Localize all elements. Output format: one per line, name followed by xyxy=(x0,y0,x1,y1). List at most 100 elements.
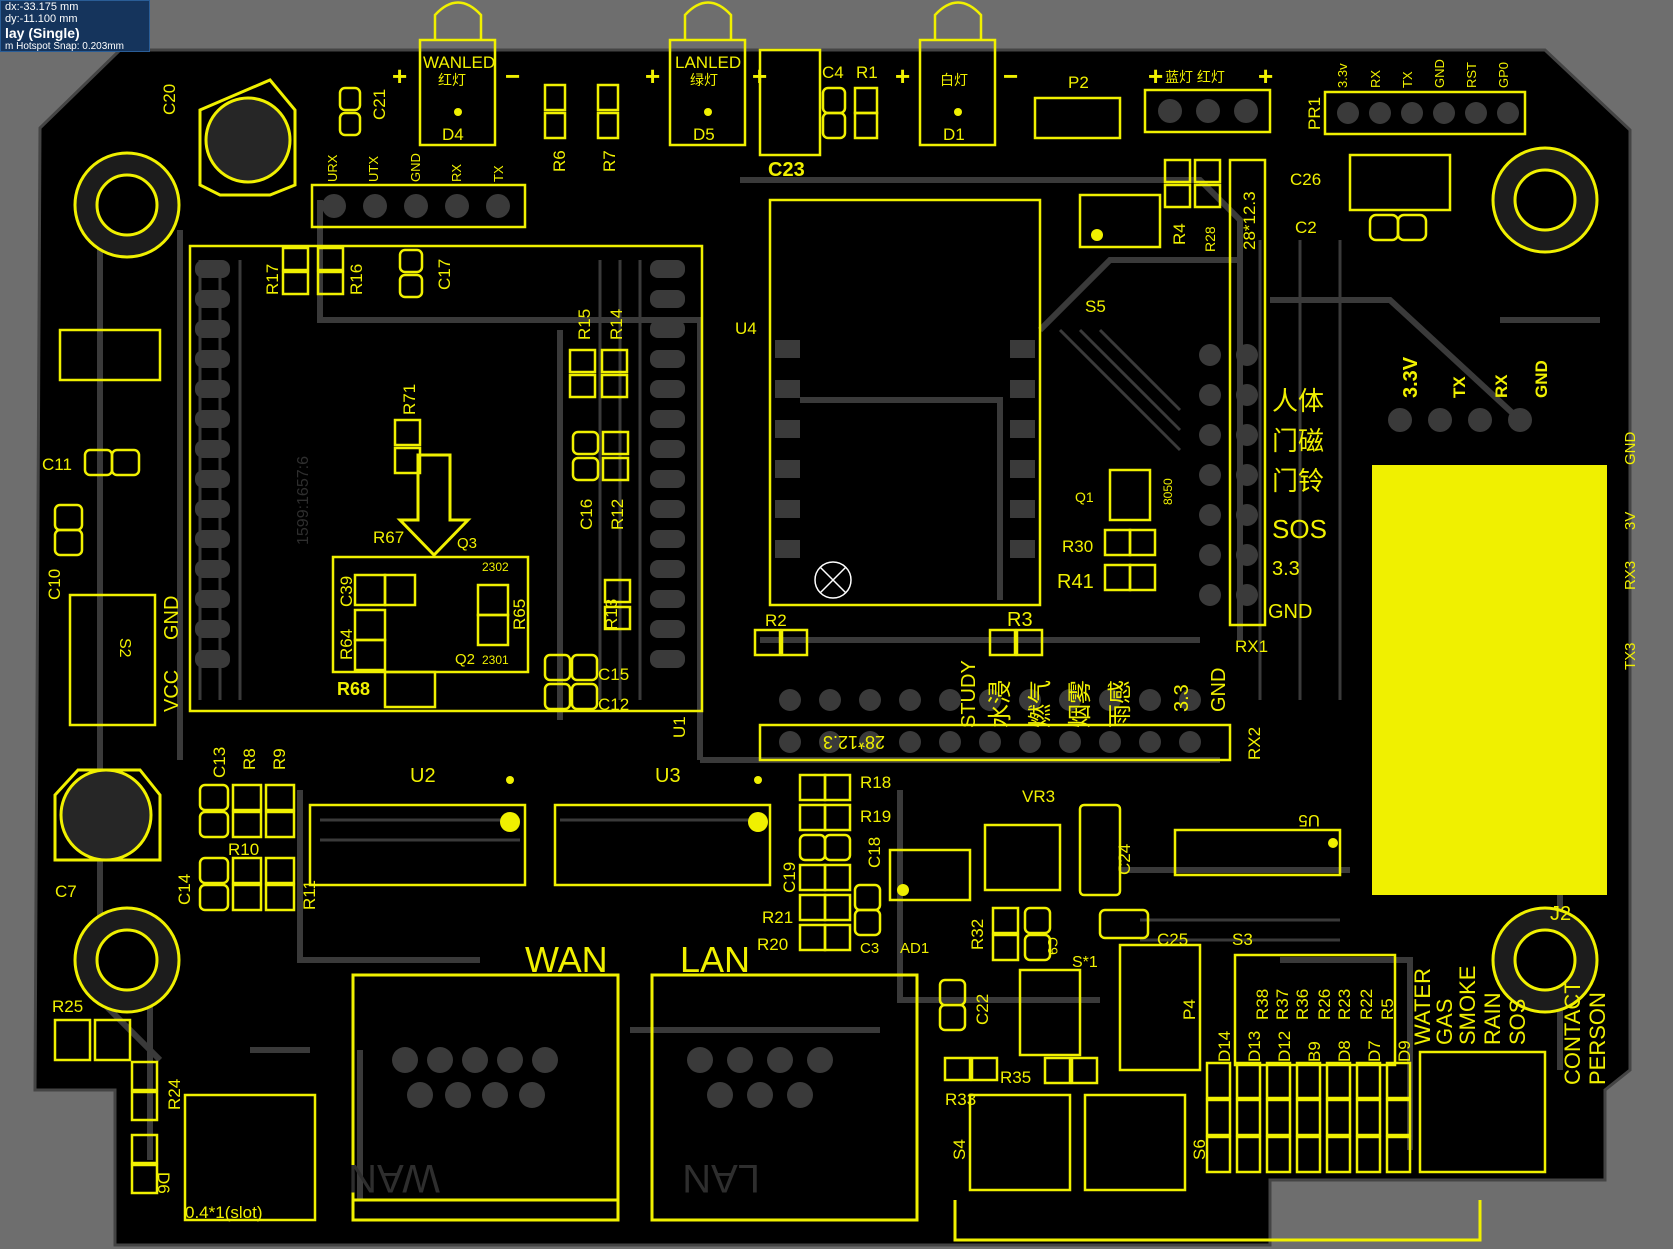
label-p2: P2 xyxy=(1068,73,1089,92)
label-u3: U3 xyxy=(655,765,681,787)
label-c23: C23 xyxy=(768,159,805,181)
label-person: PERSON xyxy=(1585,992,1610,1085)
label-wanled-cn: 红灯 xyxy=(438,72,466,88)
label-lan-mirror: LAN xyxy=(682,1156,760,1200)
label-rx2: RX2 xyxy=(1245,727,1264,760)
label-s3: S3 xyxy=(1232,930,1253,949)
label-rx-pin-3: GND xyxy=(1532,360,1551,398)
label-res-4: R23 xyxy=(1335,989,1354,1020)
label-sensor-cn-2: 门铃 xyxy=(1272,466,1324,496)
label-serial-mirror: 1599:1657:6 xyxy=(295,456,312,545)
label-r8: R8 xyxy=(240,748,259,770)
label-c11: C11 xyxy=(42,455,72,474)
label-c4: C4 xyxy=(822,63,844,82)
label-r3: R3 xyxy=(1007,609,1033,631)
bottom-bracket xyxy=(953,1200,1482,1242)
label-d1: D1 xyxy=(943,125,965,144)
label-c3: C3 xyxy=(860,940,879,957)
label-rx2-cn-1: 燃气 xyxy=(1027,680,1054,728)
label-j2-pin-0: GND xyxy=(1622,432,1639,466)
label-r24: R24 xyxy=(165,1079,184,1110)
label-r28: R28 xyxy=(1202,226,1218,252)
label-c16: C16 xyxy=(577,499,596,530)
label-c18: C18 xyxy=(865,837,884,868)
svg-text:−: − xyxy=(1003,61,1018,91)
label-diode-2: D12 xyxy=(1275,1031,1294,1062)
label-pr1: PR1 xyxy=(1305,97,1324,130)
hud-mode: lay (Single) xyxy=(5,25,80,41)
hud-dx: dx:-33.175 mm xyxy=(5,1,79,13)
led-dots xyxy=(454,108,962,116)
headers xyxy=(58,88,1547,1222)
label-vcc: VCC xyxy=(161,670,183,712)
label-j2-pin-1: 3V xyxy=(1622,512,1639,530)
label-br-1: GAS xyxy=(1432,999,1457,1045)
label-hdr-pin-2: GND xyxy=(408,153,423,182)
svg-text:−: − xyxy=(505,61,520,91)
label-pr1-pin-0: 3.3v xyxy=(1335,63,1350,88)
copper-traces xyxy=(97,177,1600,1200)
label-d4: D4 xyxy=(442,125,464,144)
label-c21: C21 xyxy=(370,89,389,120)
label-vr3: VR3 xyxy=(1022,787,1055,806)
u4-pads xyxy=(775,340,1035,558)
label-c39: C39 xyxy=(337,576,356,607)
label-q2: Q2 xyxy=(455,651,475,668)
label-rx2-cn-2: 烟雾 xyxy=(1067,680,1094,728)
label-hdr-pin-3: RX xyxy=(449,164,464,182)
svg-text:+: + xyxy=(645,61,660,91)
label-c7: C7 xyxy=(55,882,77,901)
label-diode-4: D8 xyxy=(1335,1040,1354,1062)
label-q3: Q3 xyxy=(457,535,477,552)
label-n8050: 8050 xyxy=(1161,478,1175,505)
label-n2302: 2302 xyxy=(482,560,509,574)
svg-text:+: + xyxy=(752,61,767,91)
label-pr1-pin-2: TX xyxy=(1400,71,1415,88)
label-r6: R6 xyxy=(550,150,569,172)
led-resistor-array xyxy=(1205,1061,1412,1174)
label-p4: P4 xyxy=(1180,999,1199,1020)
svg-text:+: + xyxy=(392,61,407,91)
label-d5: D5 xyxy=(693,125,715,144)
hud-snap: m Hotspot Snap: 0.203mm xyxy=(5,41,124,52)
label-hdr-pin-0: URX xyxy=(325,154,340,182)
polarity-marks: +− ++ +− ++ xyxy=(392,61,1273,91)
label-c26: C26 xyxy=(1290,170,1321,189)
label-lanled: LANLED xyxy=(675,53,741,72)
u1-pads xyxy=(195,260,685,668)
label-r10: R10 xyxy=(228,840,259,859)
large-capacitors xyxy=(53,78,297,862)
label-contact: CONTACT xyxy=(1560,980,1585,1085)
measurement-hud: dx:-33.175 mm dy:-11.100 mm lay (Single)… xyxy=(0,0,150,52)
label-pr1-pin-4: RST xyxy=(1464,62,1479,88)
label-d1-cn: 白灯 xyxy=(940,72,968,88)
arrow-down-icon xyxy=(396,453,472,558)
label-r41: R41 xyxy=(1057,571,1094,593)
label-gnd-rx1: GND xyxy=(1268,601,1312,623)
label-r35: R35 xyxy=(1000,1068,1031,1087)
label-pr1-pin-1: RX xyxy=(1368,70,1383,88)
label-c24: C24 xyxy=(1115,844,1134,875)
label-u4: U4 xyxy=(735,319,757,338)
label-diode-6: D9 xyxy=(1395,1040,1414,1062)
label-c2: C2 xyxy=(1295,218,1317,237)
label-r18: R18 xyxy=(860,773,891,792)
label-r13: R13 xyxy=(602,599,621,630)
label-j2-pin-2: RX3 xyxy=(1622,561,1639,590)
label-r21: R21 xyxy=(762,908,793,927)
label-rx-pin-2: RX xyxy=(1492,374,1511,398)
label-s4: S4 xyxy=(950,1139,969,1160)
label-wanled: WANLED xyxy=(423,53,495,72)
label-u5: U5 xyxy=(1298,811,1320,830)
label-r12: R12 xyxy=(608,499,627,530)
svg-text:+: + xyxy=(1258,61,1273,91)
label-rx-pin-0: 3.3V xyxy=(1400,356,1422,398)
label-r30: R30 xyxy=(1062,537,1093,556)
label-v33-a: 3.3 xyxy=(1272,558,1300,580)
label-s6: S6 xyxy=(1190,1139,1209,1160)
label-j2: J2 xyxy=(1550,903,1571,925)
smd-components xyxy=(53,48,1452,1195)
label-q1: Q1 xyxy=(1075,489,1094,505)
